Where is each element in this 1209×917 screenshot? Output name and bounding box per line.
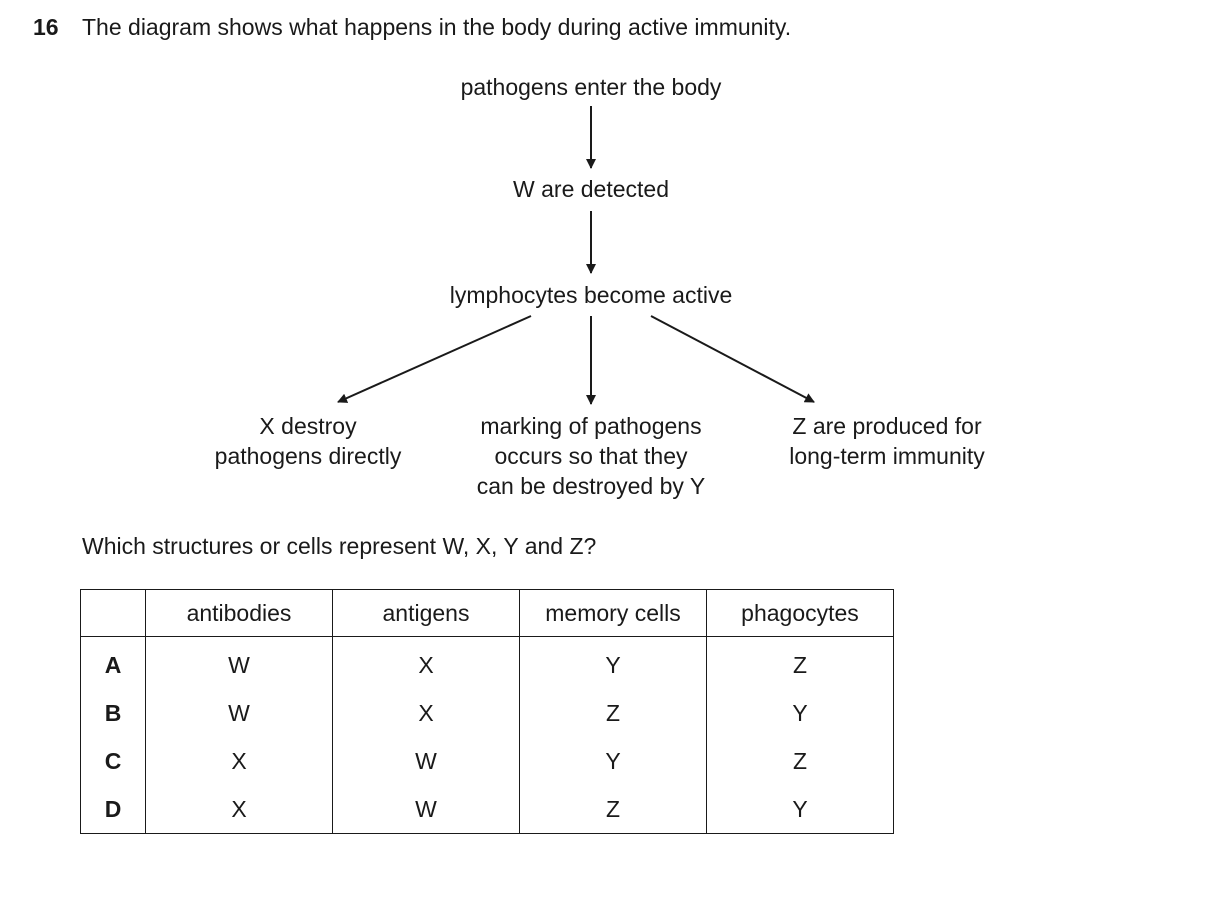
node-pathogens-enter: pathogens enter the body bbox=[460, 74, 722, 100]
arrow-lymphocytes-to-z bbox=[650, 315, 815, 403]
table-cell: Y bbox=[519, 737, 707, 785]
question-number: 16 bbox=[33, 14, 59, 40]
option-label-b[interactable]: B bbox=[80, 689, 146, 737]
table-row[interactable]: B W X Z Y bbox=[80, 689, 894, 737]
table-header-antibodies: antibodies bbox=[145, 589, 333, 637]
node-x-destroy-line1: X destroy bbox=[259, 413, 357, 439]
node-marking-line1: marking of pathogens bbox=[480, 413, 702, 439]
table-cell: W bbox=[332, 785, 520, 834]
table-cell: Z bbox=[706, 737, 894, 785]
node-z-produced-line2: long-term immunity bbox=[789, 443, 985, 469]
table-cell: X bbox=[332, 636, 520, 689]
table-row[interactable]: A W X Y Z bbox=[80, 636, 894, 689]
option-label-d[interactable]: D bbox=[80, 785, 146, 834]
table-row[interactable]: C X W Y Z bbox=[80, 737, 894, 785]
node-marking-line2: occurs so that they bbox=[494, 443, 688, 469]
table-cell: Z bbox=[706, 636, 894, 689]
node-x-destroy: X destroy pathogens directly bbox=[158, 411, 458, 471]
table-cell: W bbox=[145, 689, 333, 737]
table-cell: Y bbox=[706, 785, 894, 834]
table-cell: W bbox=[145, 636, 333, 689]
table-cell: X bbox=[145, 737, 333, 785]
option-label-a[interactable]: A bbox=[80, 636, 146, 689]
table-cell: X bbox=[145, 785, 333, 834]
node-marking-pathogens: marking of pathogens occurs so that they… bbox=[441, 411, 741, 501]
table-header-blank bbox=[80, 589, 146, 637]
table-cell: X bbox=[332, 689, 520, 737]
node-z-produced: Z are produced for long-term immunity bbox=[737, 411, 1037, 471]
table-row[interactable]: D X W Z Y bbox=[80, 785, 894, 834]
question-text: The diagram shows what happens in the bo… bbox=[82, 14, 792, 40]
question-prompt: Which structures or cells represent W, X… bbox=[82, 533, 597, 559]
table-cell: Y bbox=[706, 689, 894, 737]
table-cell: Z bbox=[519, 785, 707, 834]
table-header-memory-cells: memory cells bbox=[519, 589, 707, 637]
node-marking-line3: can be destroyed by Y bbox=[476, 473, 706, 499]
table-header-row: antibodies antigens memory cells phagocy… bbox=[80, 589, 894, 637]
arrow-lymphocytes-to-x bbox=[337, 315, 532, 403]
node-lymphocytes-active: lymphocytes become active bbox=[449, 282, 733, 308]
node-w-detected: W are detected bbox=[513, 176, 669, 202]
option-label-c[interactable]: C bbox=[80, 737, 146, 785]
node-z-produced-line1: Z are produced for bbox=[792, 413, 982, 439]
table-cell: Y bbox=[519, 636, 707, 689]
table-header-phagocytes: phagocytes bbox=[706, 589, 894, 637]
table-cell: Z bbox=[519, 689, 707, 737]
table-header-antigens: antigens bbox=[332, 589, 520, 637]
table-cell: W bbox=[332, 737, 520, 785]
node-x-destroy-line2: pathogens directly bbox=[214, 443, 402, 469]
answer-table: antibodies antigens memory cells phagocy… bbox=[80, 589, 894, 834]
